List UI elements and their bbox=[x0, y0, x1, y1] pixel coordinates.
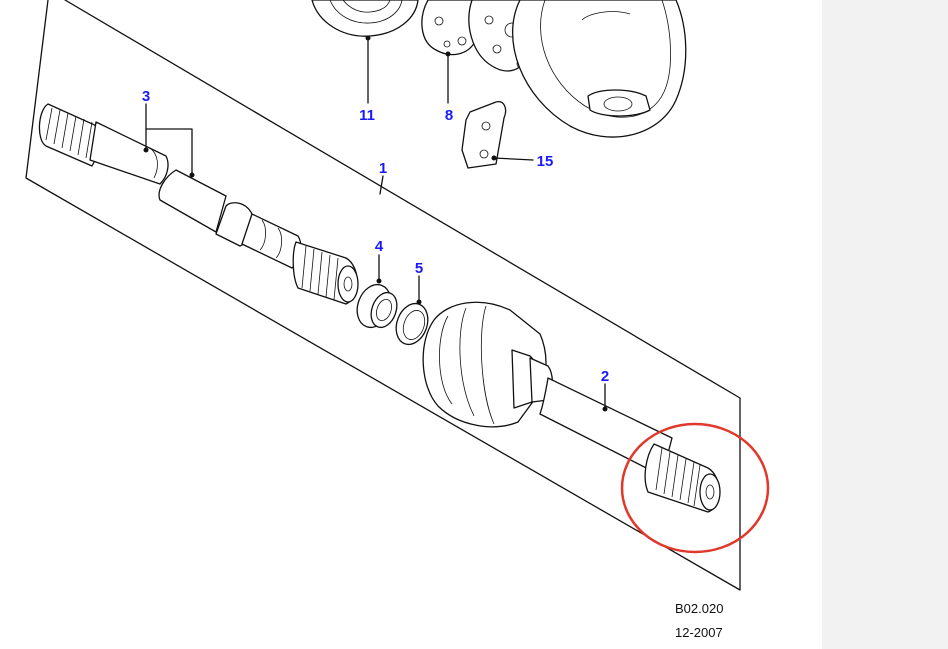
housing-bell bbox=[512, 0, 687, 138]
diagram-canvas: 3 11 8 15 1 4 5 2 B02.020 12-2007 bbox=[25, 0, 770, 640]
leader-lines bbox=[143, 35, 608, 412]
highlight-circle bbox=[620, 422, 770, 554]
part-2-drive-shaft bbox=[422, 301, 721, 513]
part-15-bracket bbox=[461, 101, 507, 169]
part-11-bearing bbox=[311, 0, 419, 37]
callout-4: 4 bbox=[375, 238, 384, 255]
part-5-seal bbox=[395, 302, 429, 346]
callout-1: 1 bbox=[379, 160, 387, 177]
drawing-code: B02.020 bbox=[675, 601, 723, 616]
callout-2: 2 bbox=[601, 368, 609, 385]
assembly-frame bbox=[25, 0, 741, 591]
right-gutter bbox=[822, 0, 948, 649]
part-4-ring bbox=[356, 283, 398, 329]
callout-3: 3 bbox=[142, 88, 150, 105]
callout-5: 5 bbox=[415, 260, 423, 277]
drive-shaft-diagram: 3 11 8 15 1 4 5 2 B02.020 12-2007 bbox=[25, 0, 770, 640]
callout-11: 11 bbox=[359, 107, 375, 124]
part-3-intermediate-shaft bbox=[38, 103, 359, 305]
callout-15: 15 bbox=[537, 153, 554, 170]
drawing-date: 12-2007 bbox=[675, 625, 723, 640]
callout-8: 8 bbox=[445, 107, 453, 124]
